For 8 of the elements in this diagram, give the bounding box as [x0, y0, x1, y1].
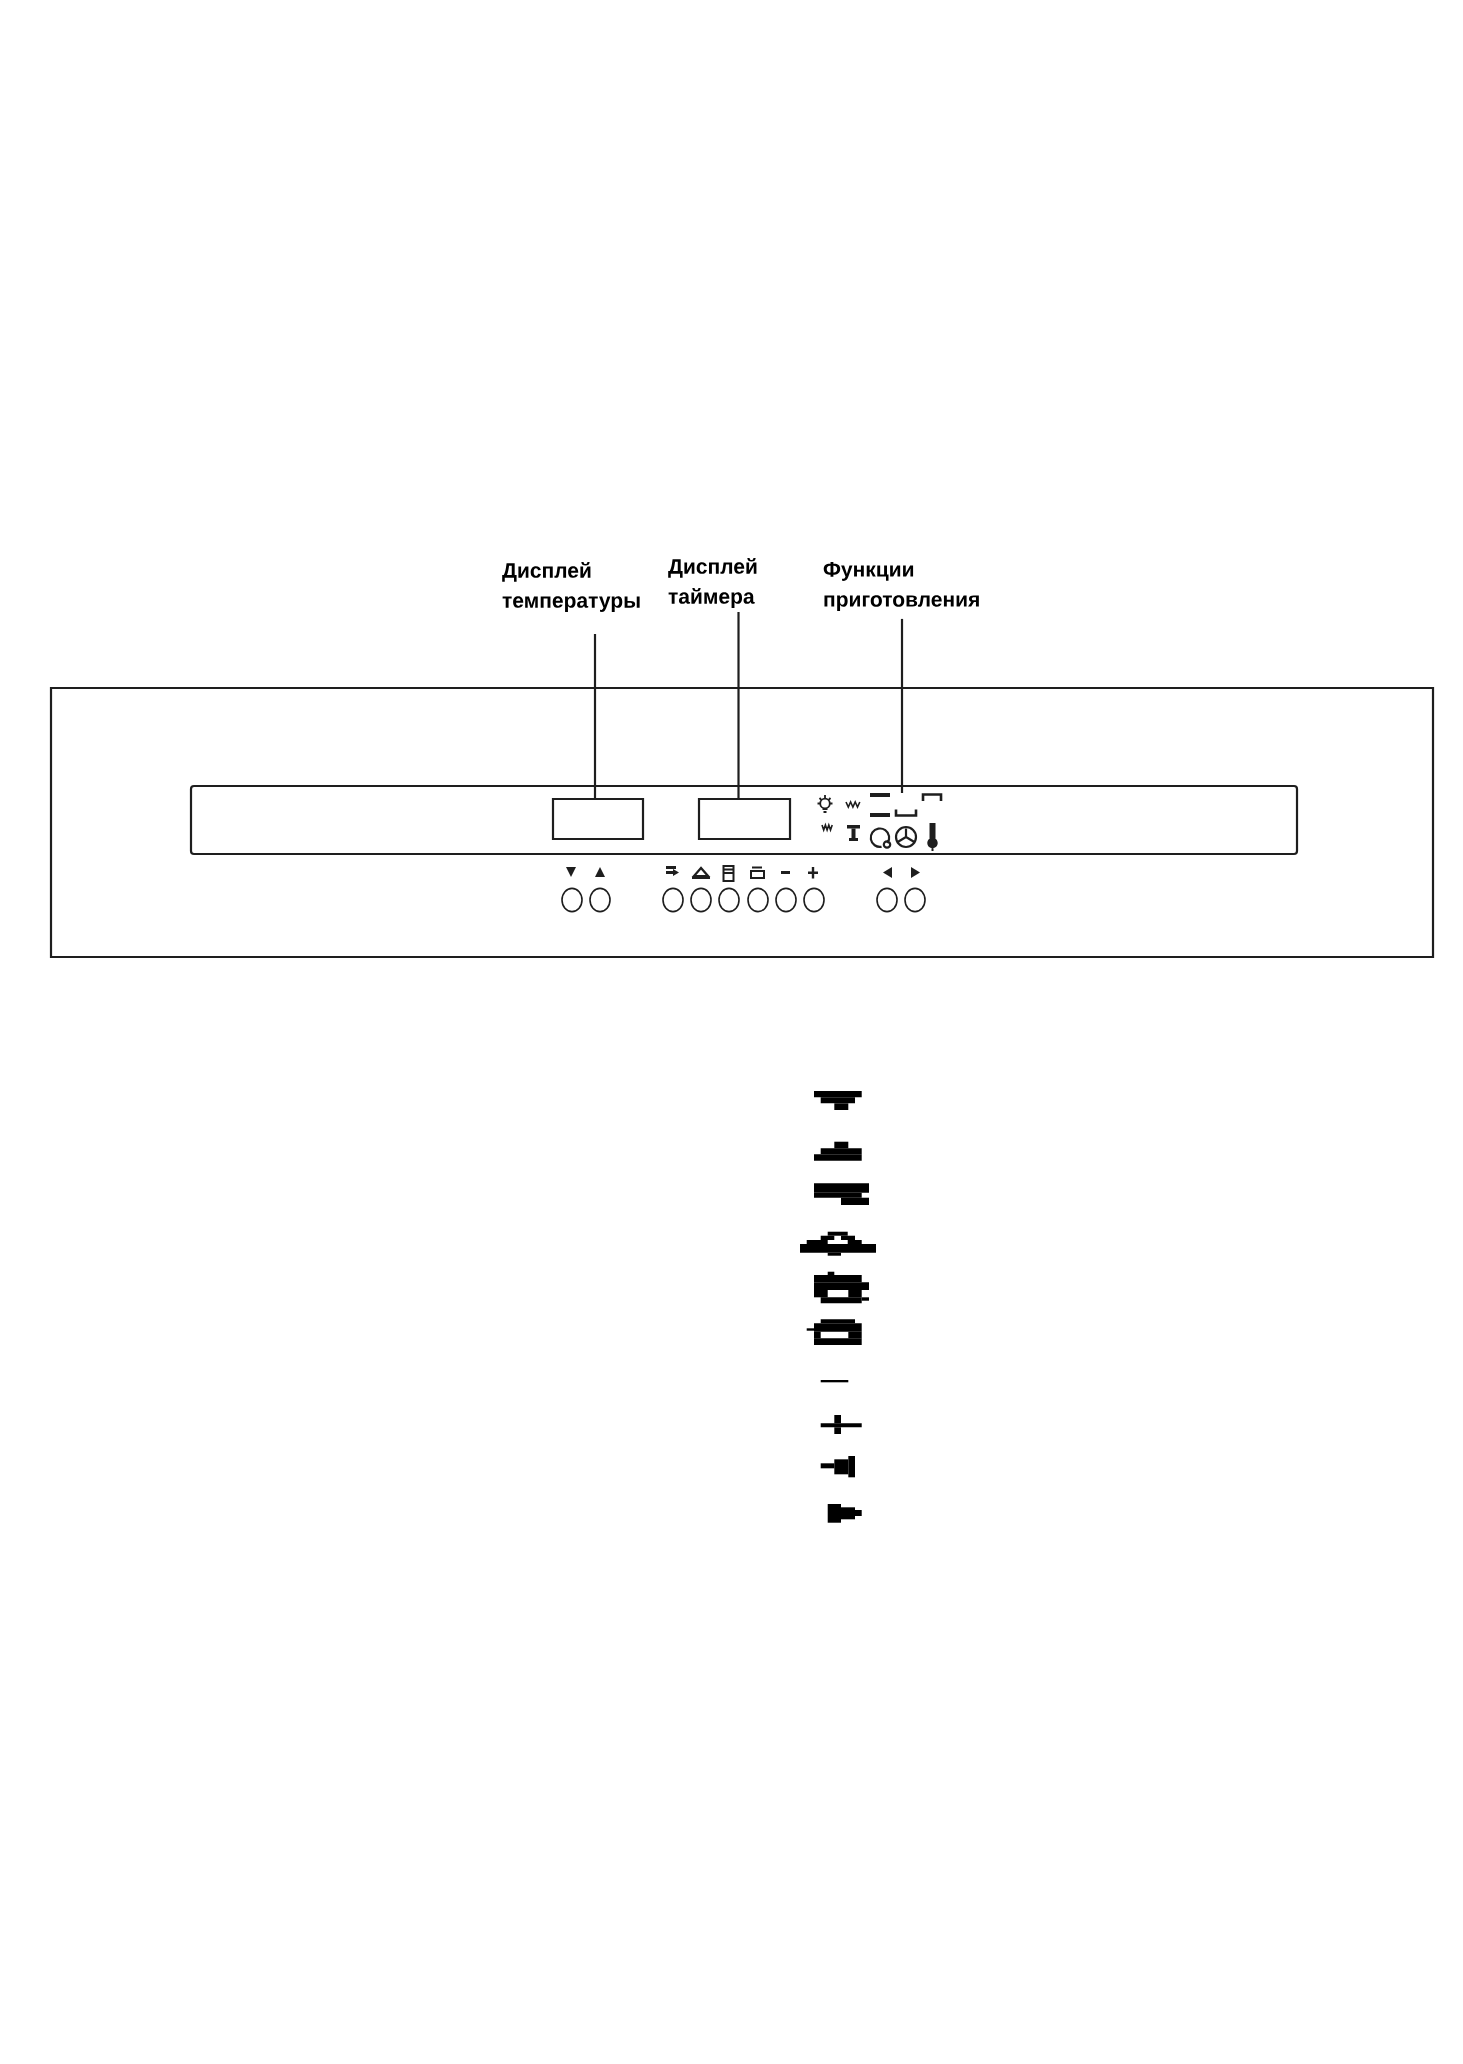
- leader-line: [593, 634, 597, 799]
- leader-line: [900, 618, 904, 793]
- callout-label: Дисплей таймера: [668, 558, 757, 608]
- callout-label: Функции приготовления: [823, 562, 979, 611]
- display-window: [697, 797, 792, 841]
- display-window: [551, 797, 645, 841]
- leader-line: [737, 612, 740, 799]
- callout-label: Дисплей температуры: [502, 562, 640, 612]
